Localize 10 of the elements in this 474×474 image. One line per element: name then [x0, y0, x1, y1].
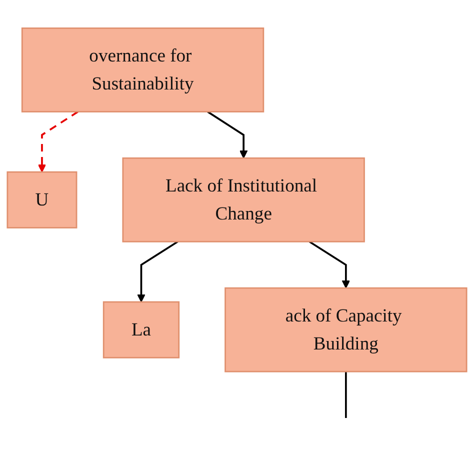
arrow [207, 110, 248, 158]
node-box: La [102, 301, 180, 358]
arrow [137, 240, 178, 302]
arrow [308, 240, 350, 288]
node-box: ack of Capacity Building [224, 287, 468, 372]
arrow [38, 110, 78, 172]
node-box: Lack of Institutional Change [122, 157, 365, 242]
connector [345, 372, 347, 418]
node-box: U [6, 171, 78, 228]
node-box: overnance for Sustainability [21, 27, 264, 112]
